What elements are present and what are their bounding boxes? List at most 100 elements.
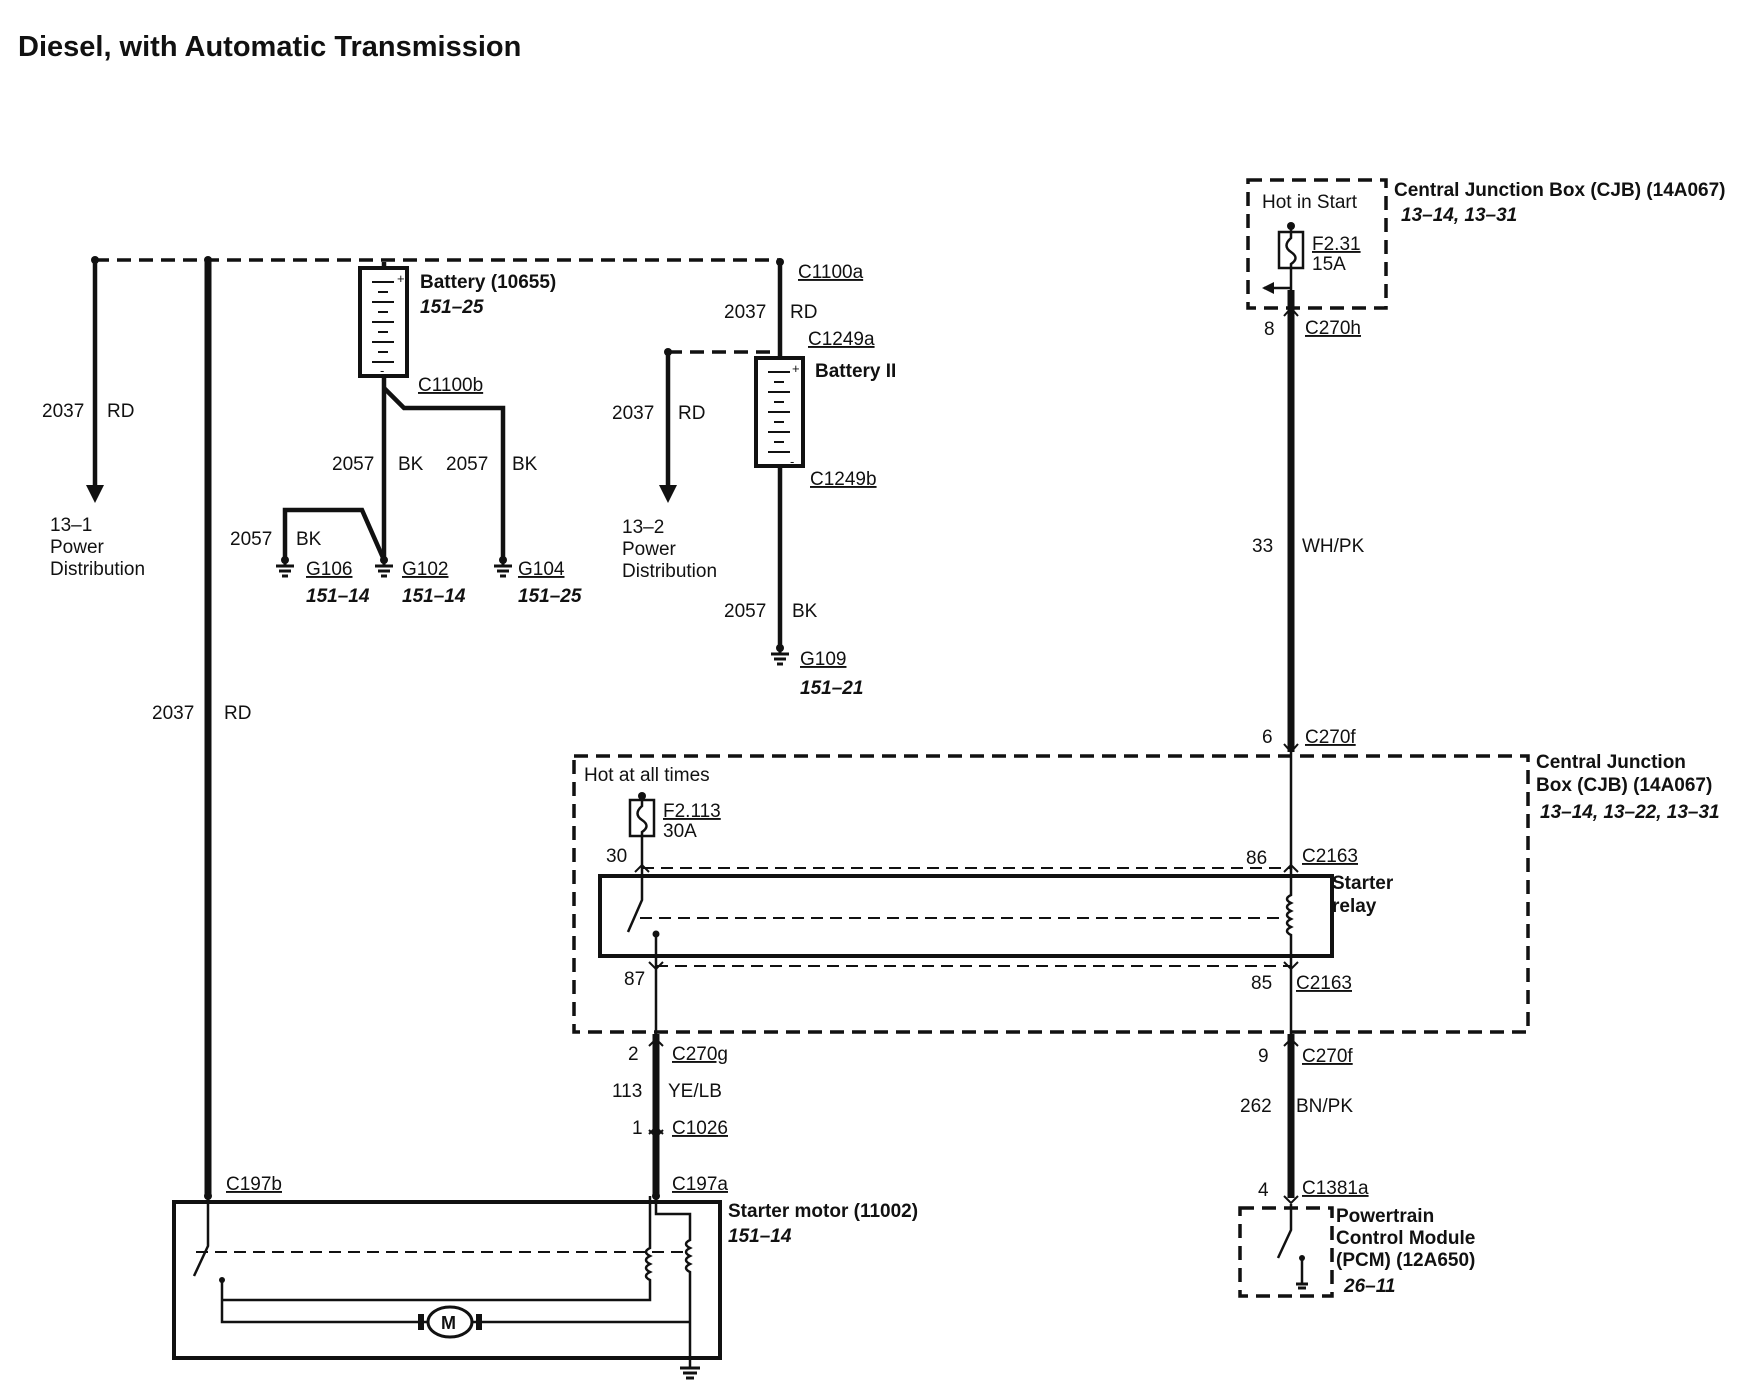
ground-id-g109: G109	[800, 649, 846, 670]
power-dist-label: Power	[622, 539, 677, 560]
pin-2: 2	[628, 1044, 639, 1065]
connector-c270f: C270f	[1305, 727, 1356, 748]
fuse-rating: 30A	[663, 821, 697, 842]
connector-c197b: C197b	[226, 1174, 282, 1195]
pcm-contact-dot	[1299, 1255, 1305, 1261]
connector-chevron	[1283, 306, 1299, 317]
fuse-f2-113: F2.113	[663, 801, 721, 822]
connector-c1100a: C1100a	[798, 262, 864, 283]
connector-c270g: C270g	[672, 1044, 728, 1065]
wire-circuit: 2037	[612, 403, 654, 424]
pin-4: 4	[1258, 1180, 1269, 1201]
wire-circuit: 2057	[332, 454, 374, 475]
battery2-cells-icon	[768, 371, 790, 453]
pcm-ref: 26–11	[1343, 1276, 1395, 1297]
pcm-switch-icon	[1276, 1204, 1293, 1259]
connector-chevron	[634, 863, 1299, 971]
pcm-name: Powertrain	[1336, 1206, 1434, 1227]
cjb-main-name: Box (CJB) (14A067)	[1536, 775, 1712, 796]
fuse-rating: 15A	[1312, 254, 1346, 275]
relay-switch-contact	[626, 868, 644, 933]
cjb-top-box	[1246, 178, 1388, 310]
cjb-main-refs: 13–14, 13–22, 13–31	[1540, 802, 1720, 823]
ground-dot	[380, 556, 388, 564]
fuse-element	[636, 796, 648, 868]
starter-name: Starter motor (11002)	[728, 1201, 918, 1222]
wire-color: BK	[512, 454, 538, 475]
wire-circuit: 2057	[446, 454, 488, 475]
motor-icon	[426, 1305, 474, 1339]
cjb-top-hot-label: Hot in Start	[1262, 192, 1358, 213]
wire-circuit: 2057	[724, 601, 766, 622]
pin-30: 30	[606, 846, 627, 867]
ground-icon	[1296, 1282, 1308, 1290]
cjb-top-name: Central Junction Box (CJB) (14A067)	[1394, 180, 1726, 201]
relay-name: Starter	[1332, 873, 1394, 894]
wire-circuit: 2037	[724, 302, 766, 323]
pin-8: 8	[1264, 319, 1275, 340]
cjb-main-name: Central Junction	[1536, 752, 1686, 773]
wire-2057-bk-g104	[382, 386, 506, 560]
connector-c2163: C2163	[1296, 973, 1352, 994]
wire-circuit: 2037	[42, 401, 84, 422]
wire-circuit: 2057	[230, 529, 272, 550]
power-dist-label: Distribution	[50, 559, 145, 580]
ground-ref: 151–14	[306, 586, 370, 607]
relay-coil-icon	[1285, 868, 1294, 966]
ground-id-g106: G106	[306, 559, 352, 580]
connector-c270h: C270h	[1305, 318, 1361, 339]
cjb-top-refs: 13–14, 13–31	[1401, 205, 1517, 226]
starter-motor-box	[172, 1200, 722, 1360]
wire-color: BK	[792, 601, 818, 622]
pin-85: 85	[1251, 973, 1272, 994]
connector-c1249b: C1249b	[810, 469, 877, 490]
pin-6: 6	[1262, 727, 1273, 748]
battery-minus-icon: -	[790, 454, 794, 469]
pin-87: 87	[624, 969, 645, 990]
pin-86: 86	[1246, 848, 1267, 869]
connector-c197a: C197a	[672, 1174, 728, 1195]
wire-circuit: 33	[1252, 536, 1273, 557]
arrow-down-icon	[659, 485, 677, 503]
connector-c1249a: C1249a	[808, 329, 875, 350]
battery-cells-icon	[372, 281, 394, 363]
pin-9: 9	[1258, 1046, 1269, 1067]
starter-relay-box	[598, 874, 1334, 958]
connector-c2163: C2163	[1302, 846, 1358, 867]
battery-plus-icon: +	[792, 361, 800, 376]
pcm-name: (PCM) (12A650)	[1336, 1250, 1475, 1271]
power-dist-label: Power	[50, 537, 105, 558]
power-dist-ref: 13–1	[50, 515, 92, 536]
connector-c270f: C270f	[1302, 1046, 1353, 1067]
wire-color: RD	[790, 302, 817, 323]
pin-1: 1	[632, 1118, 643, 1139]
motor-label: M	[441, 1313, 456, 1333]
wire-circuit: 113	[612, 1081, 642, 1102]
connector-chevron	[648, 1037, 664, 1139]
connector-chevron	[1283, 1037, 1299, 1205]
fuse-f2-31: F2.31	[1312, 234, 1361, 255]
pcm-box	[1238, 1206, 1334, 1298]
fuse-element	[1285, 226, 1297, 290]
connector-c1381a: C1381a	[1302, 1178, 1369, 1199]
arrow-down-icon	[86, 485, 104, 503]
wire-color: RD	[678, 403, 705, 424]
connector-c1026: C1026	[672, 1118, 728, 1139]
pull-in-winding-icon	[222, 1196, 653, 1302]
power-dist-ref: 13–2	[622, 517, 664, 538]
wire-color: YE/LB	[668, 1081, 722, 1102]
solenoid-switch-contact	[192, 1196, 210, 1277]
cjb-main-hot-label: Hot at all times	[584, 765, 710, 786]
battery-minus-icon: -	[380, 363, 384, 378]
battery-plus-icon: +	[397, 271, 405, 286]
cjb-main-box	[572, 754, 1530, 1034]
wire-circuit: 262	[1240, 1096, 1272, 1117]
ground-id-g102: G102	[402, 559, 448, 580]
wire-color: BK	[296, 529, 322, 550]
relay-name: relay	[1332, 896, 1377, 917]
arrow-left-icon	[1262, 282, 1274, 294]
wire-circuit: 2037	[152, 703, 194, 724]
connector-c1100b: C1100b	[418, 375, 483, 396]
ground-ref: 151–21	[800, 678, 863, 699]
